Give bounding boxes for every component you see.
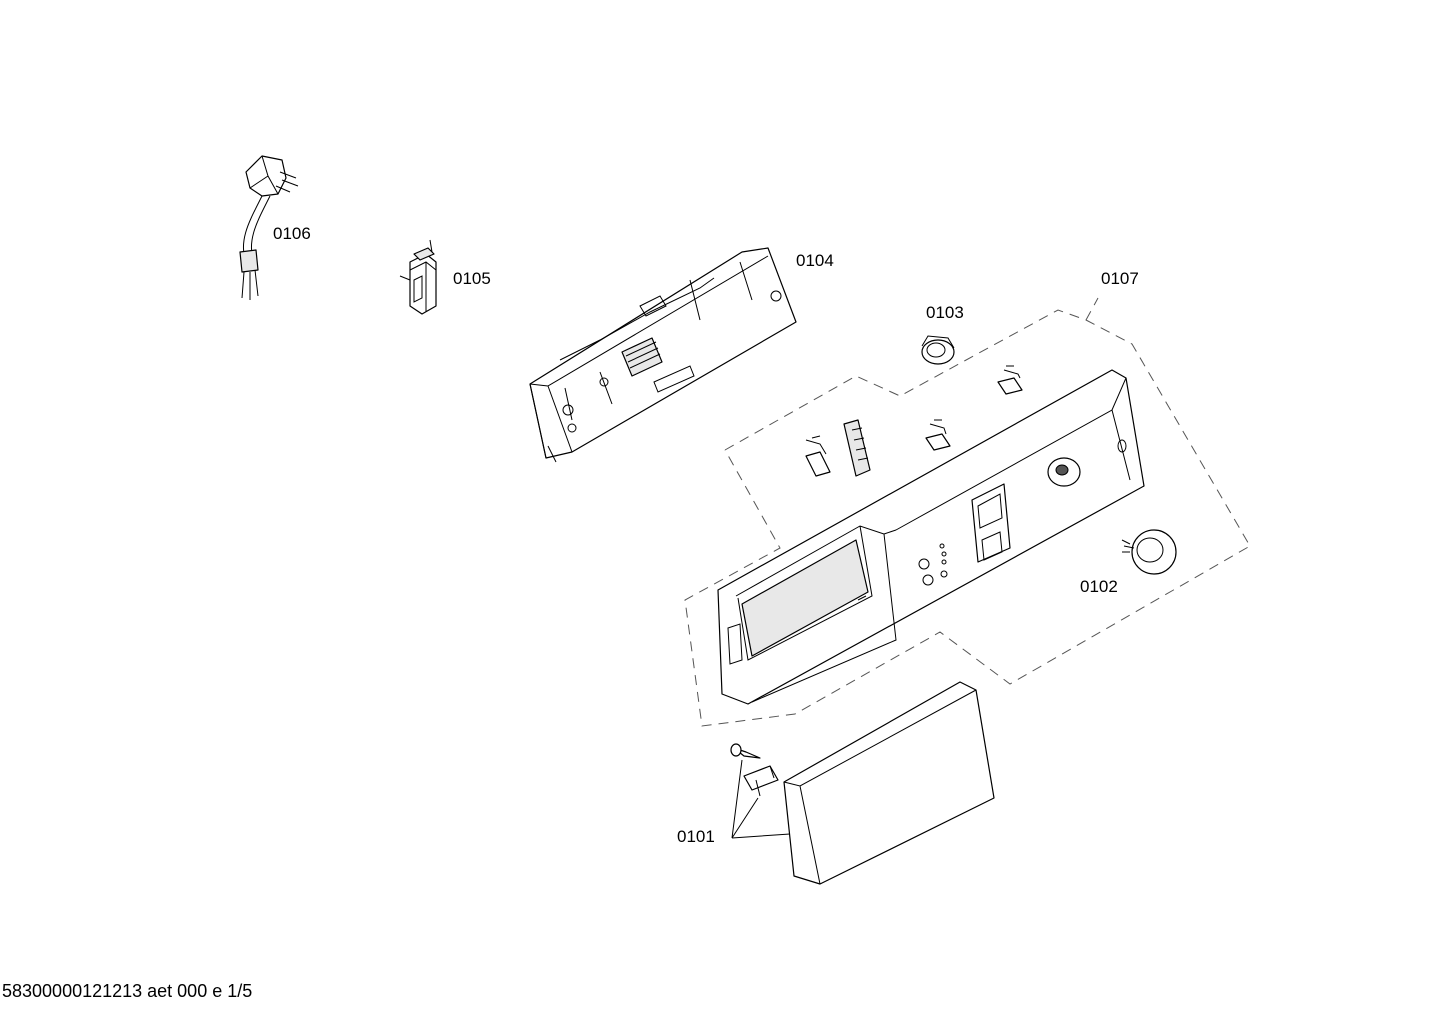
assembly-outline bbox=[684, 309, 1251, 727]
power-cord-drawing bbox=[239, 155, 299, 300]
suppressor-drawing bbox=[399, 239, 437, 315]
switch-components-drawing bbox=[805, 365, 1023, 477]
leader-0107 bbox=[1085, 297, 1099, 321]
drawer-handle-drawing bbox=[730, 681, 995, 885]
electronic-module-drawing bbox=[529, 247, 797, 463]
control-panel-drawing bbox=[717, 369, 1145, 705]
label-0106: 0106 bbox=[273, 224, 311, 243]
small-knob-drawing bbox=[921, 335, 955, 365]
label-0107: 0107 bbox=[1101, 269, 1139, 288]
document-footer: 58300000121213 aet 000 e 1/5 bbox=[2, 981, 253, 1001]
label-0103: 0103 bbox=[926, 303, 964, 322]
label-0104: 0104 bbox=[796, 251, 834, 270]
label-0105: 0105 bbox=[453, 269, 491, 288]
label-0101: 0101 bbox=[677, 827, 715, 846]
label-0102: 0102 bbox=[1080, 577, 1118, 596]
selector-knob-drawing bbox=[1121, 529, 1177, 575]
